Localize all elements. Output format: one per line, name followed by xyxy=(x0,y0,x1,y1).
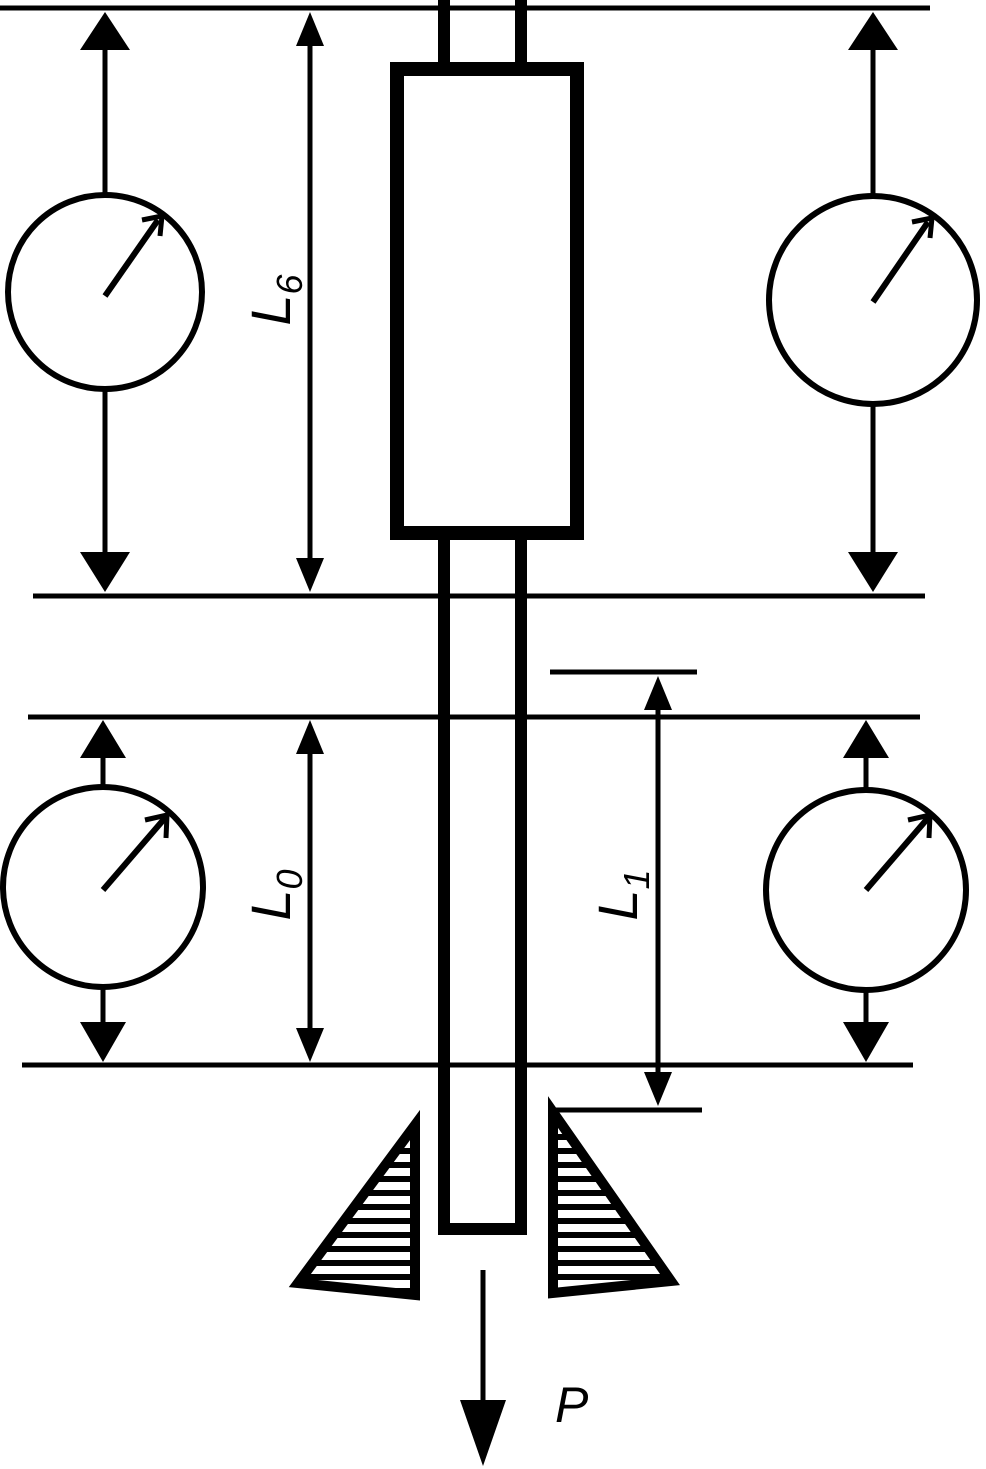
lower-right-dial-gauge xyxy=(763,720,969,1062)
l6-dimension xyxy=(296,12,324,592)
upper-right-dial-gauge xyxy=(766,12,980,592)
load-arrow-down-icon xyxy=(460,1270,506,1466)
l1-label: L1 xyxy=(586,869,657,920)
l0-label: L0 xyxy=(239,869,310,920)
l0-dimension xyxy=(296,720,324,1062)
l6-label: L6 xyxy=(239,273,310,325)
load-label: P xyxy=(555,1377,589,1433)
l1-dimension xyxy=(644,676,672,1106)
left-wedge-grip-icon xyxy=(288,1109,420,1301)
specimen-rod xyxy=(438,0,527,1235)
right-wedge-grip-icon xyxy=(548,1096,680,1299)
lower-left-dial-gauge xyxy=(0,720,206,1062)
upper-left-dial-gauge xyxy=(5,12,205,592)
sample-block xyxy=(390,62,584,540)
